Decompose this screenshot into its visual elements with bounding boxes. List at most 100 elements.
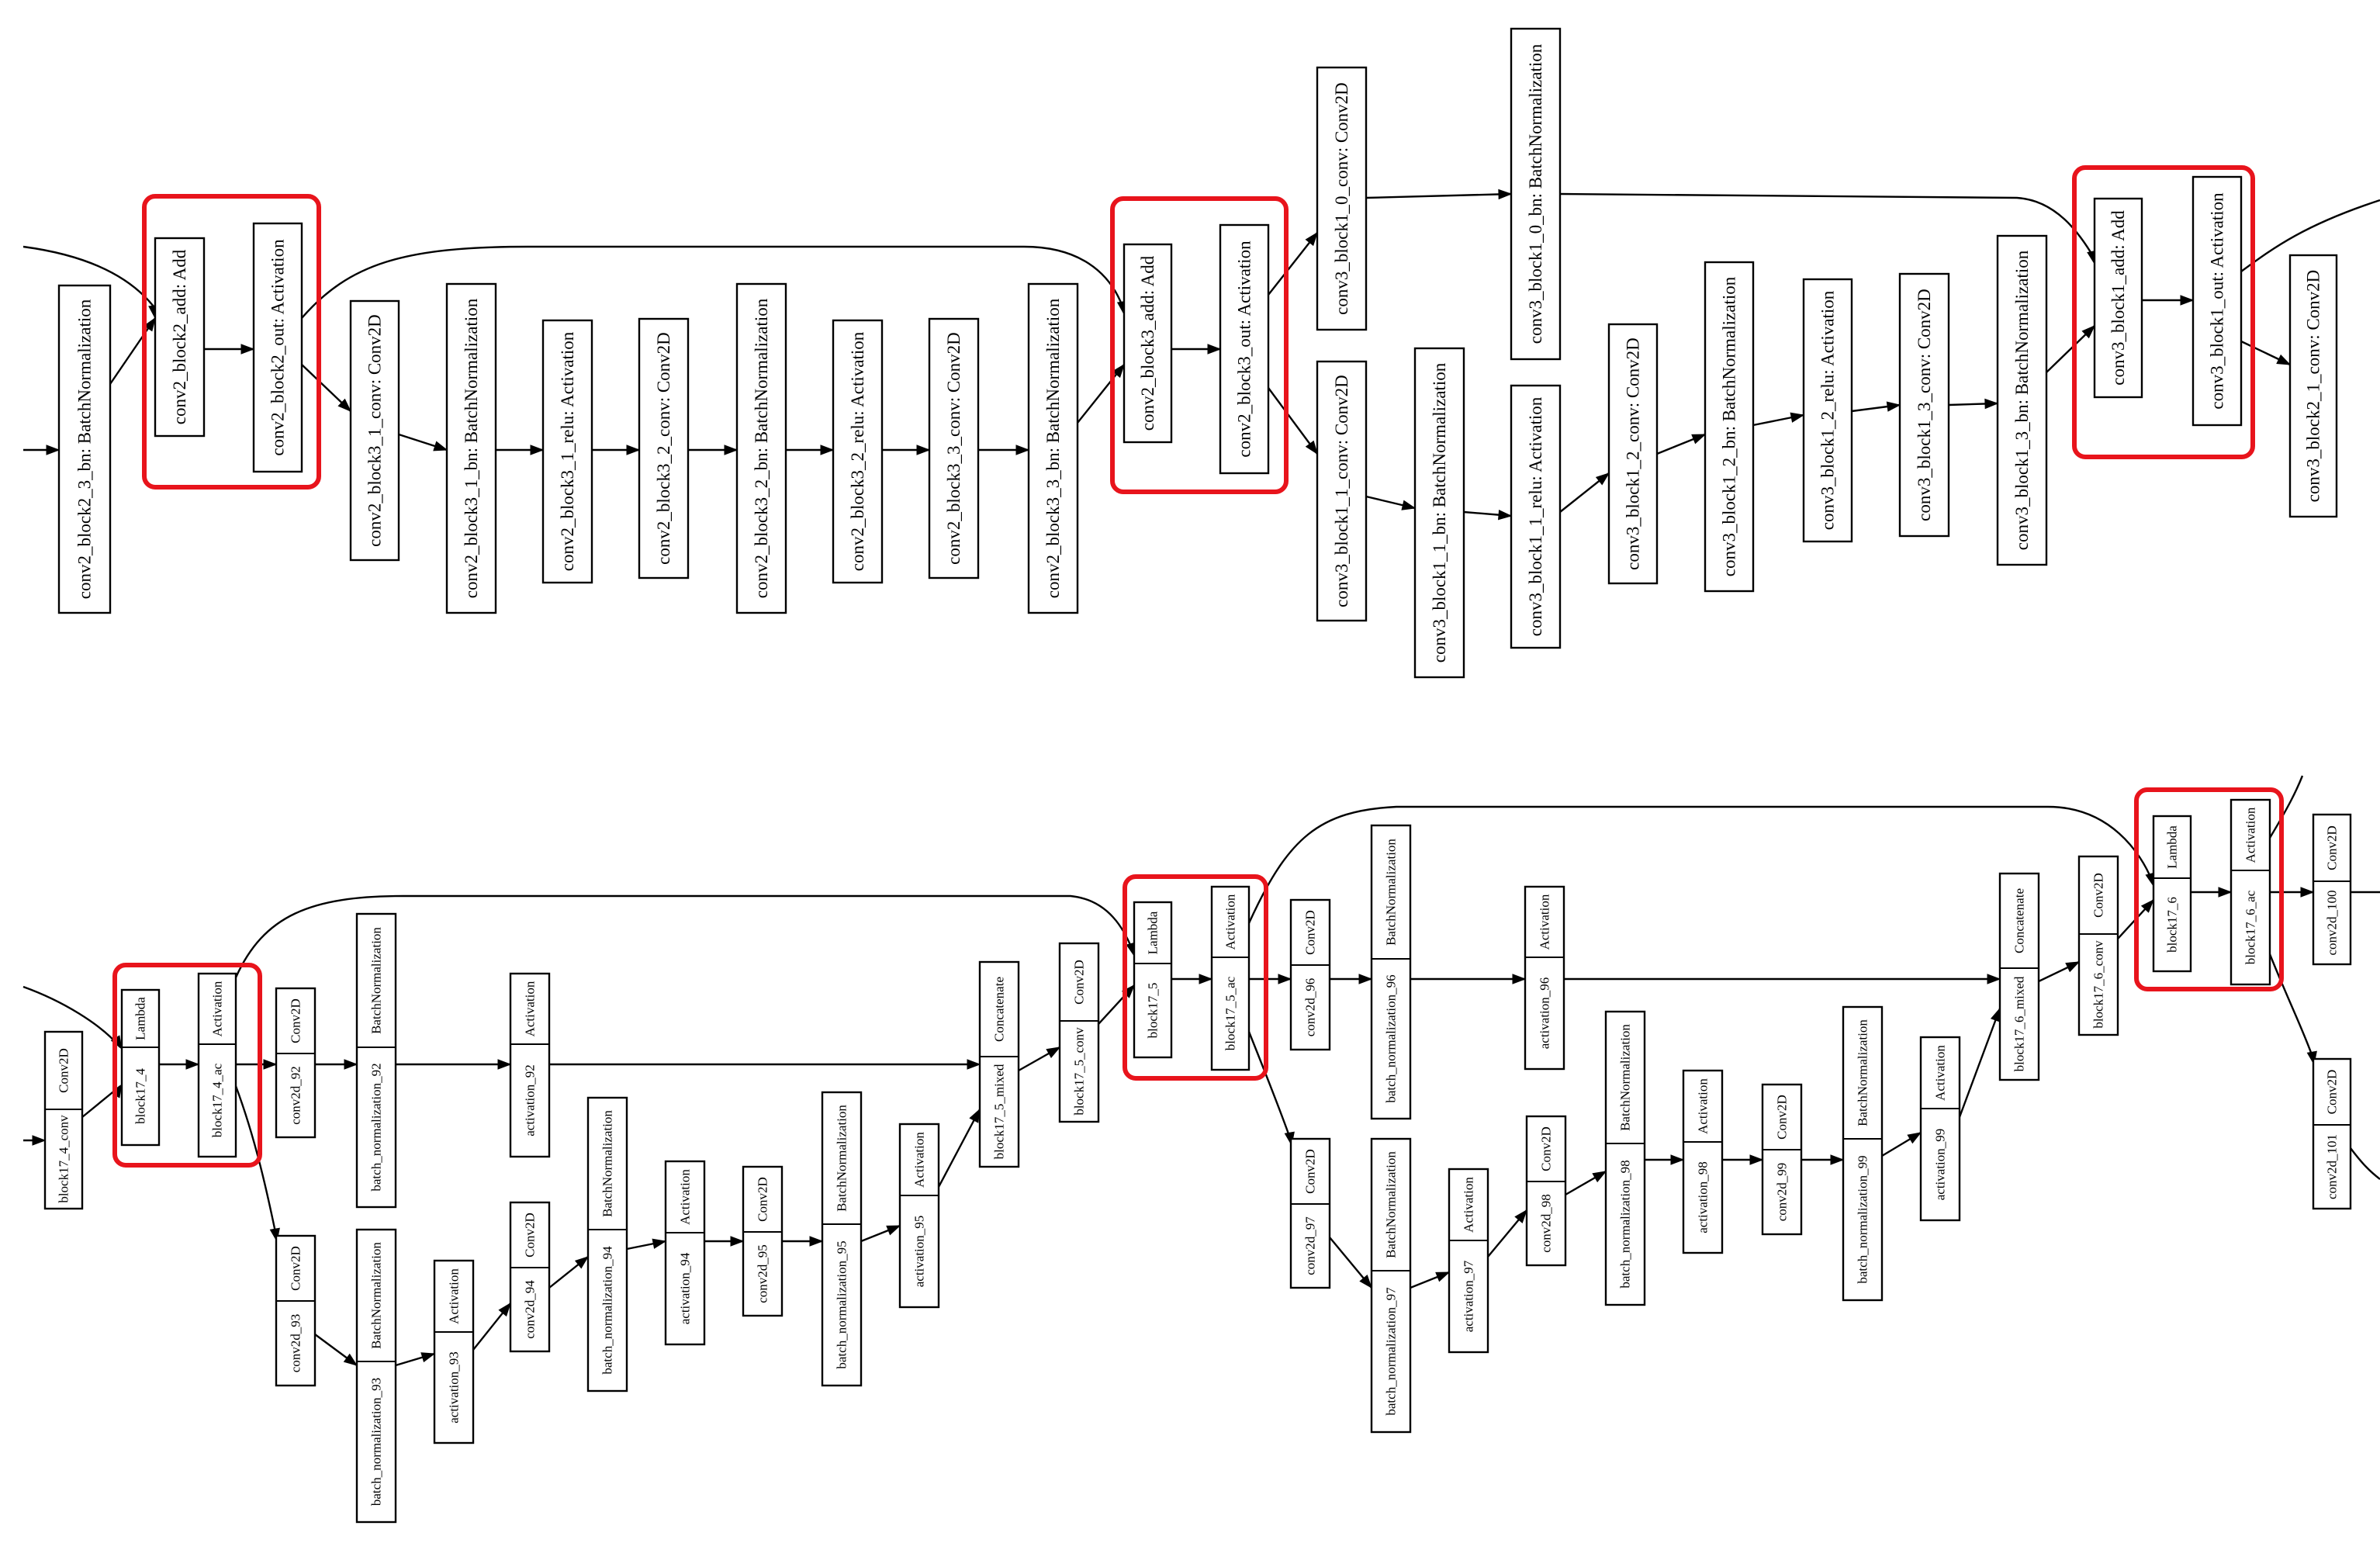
node-box: [1802, 278, 1853, 543]
node-type-label: Activation: [210, 981, 225, 1036]
node-name-label: conv2d_101: [2325, 1134, 2340, 1199]
node-box: [1842, 1005, 1884, 1302]
node-type-label: Conv2D: [289, 998, 303, 1043]
node-box: [252, 222, 303, 473]
node-name-label: block17_5: [1146, 983, 1161, 1039]
node-conv2-block3-3-conv: conv2_block3_3_conv: Conv2D: [928, 317, 980, 579]
node-name-label: conv2d_97: [1303, 1216, 1318, 1275]
highlight-block17-6: [2134, 787, 2284, 991]
edge-c10-bn10: [1365, 192, 1512, 199]
node-box: [1289, 1137, 1331, 1289]
node-name-label: activation_95: [912, 1216, 927, 1288]
node-name-label: batch_normalization_94: [600, 1246, 615, 1375]
nodes-layer: conv2_block2_3_bn: BatchNormalization con…: [43, 27, 2352, 1524]
node-box: [355, 912, 397, 1209]
node-box: [1510, 384, 1562, 649]
node-conv2-block2-3-bn: conv2_block2_3_bn: BatchNormalization: [57, 284, 112, 614]
node-label: conv3_block1_0_conv: Conv2D: [1332, 82, 1351, 315]
node-type-label: Activation: [1696, 1078, 1711, 1134]
node-name-label: block17_6_ac: [2243, 890, 2258, 964]
edge-r31-c32-arrowhead: [626, 445, 641, 455]
node-conv2-block3-2-conv: conv2_block3_2_conv: Conv2D: [638, 317, 690, 579]
node-conv3-block1-1-bn: conv3_block1_1_bn: BatchNormalization: [1413, 347, 1465, 679]
edge-bn98-a98-arrowhead: [1670, 1154, 1685, 1165]
node-label: conv2_block3_1_bn: BatchNormalization: [462, 298, 481, 598]
node-type-label: BatchNormalization: [369, 927, 384, 1034]
node-type-label: Conv2D: [2091, 873, 2106, 918]
node-box: [120, 988, 161, 1147]
node-label: conv3_block1_2_relu: Activation: [1818, 290, 1838, 530]
node-box: [1289, 898, 1331, 1051]
node-type-label: Conv2D: [523, 1213, 538, 1258]
edge-entry-top-arrowhead: [46, 445, 61, 455]
edge-c13-bn13-arrowhead: [1984, 398, 1999, 410]
node-name-label: batch_normalization_99: [1856, 1155, 1870, 1283]
node-name-label: block17_5_ac: [1223, 976, 1238, 1050]
node-conv3-block1-0-conv: conv3_block1_0_conv: Conv2D: [1316, 66, 1368, 331]
node-label: conv2_block3_2_conv: Conv2D: [654, 332, 673, 565]
node-box: [928, 317, 980, 579]
node-box: [735, 282, 787, 614]
edge-c32-bn32-arrowhead: [724, 445, 739, 455]
edge-a95-5mix: [937, 1109, 981, 1188]
edge-99-bn99-arrowhead: [1830, 1154, 1845, 1165]
edge-6mix-6conv-arrowhead: [2065, 961, 2081, 973]
node-label: conv3_block1_0_bn: BatchNormalization: [1526, 43, 1545, 344]
node-box: [586, 1096, 628, 1393]
node-label: conv3_block1_1_bn: BatchNormalization: [1430, 362, 1449, 663]
node-box: [1704, 261, 1755, 593]
node-box: [2152, 815, 2192, 973]
node-box: [1316, 360, 1368, 622]
node-conv3-block1-3-bn: conv3_block1_3_bn: BatchNormalization: [1996, 234, 2048, 566]
edge-bn99-a99-arrowhead: [1907, 1132, 1922, 1144]
node-box: [1996, 234, 2048, 566]
node-conv3-block1-2-relu: conv3_block1_2_relu: Activation: [1802, 278, 1853, 543]
node-box: [742, 1165, 784, 1317]
edge-add3-out3-arrowhead: [1207, 344, 1222, 355]
node-box: [509, 1201, 551, 1353]
node-conv2d-92: Conv2D conv2d_92: [275, 987, 317, 1139]
edge-c33-bn33-arrowhead: [1015, 445, 1030, 455]
node-type-label: Concatenate: [2012, 888, 2027, 953]
node-type-label: Activation: [523, 981, 538, 1036]
node-name-label: batch_normalization_92: [369, 1063, 384, 1191]
edge-c10-bn10-arrowhead: [1498, 189, 1513, 200]
node-conv3-block2-1-conv: conv3_block2_1_conv: Conv2D: [2288, 254, 2338, 518]
node-type-label: Lambda: [2165, 825, 2180, 869]
edge-bn32-r32-arrowhead: [820, 445, 835, 455]
node-box: [664, 1160, 706, 1346]
node-name-label: activation_97: [1462, 1260, 1476, 1332]
node-box: [433, 1259, 475, 1444]
node-label: conv2_block3_add: Add: [1138, 255, 1157, 431]
edge-a98-99-arrowhead: [1749, 1154, 1764, 1165]
edge-skip-5: [234, 894, 1134, 978]
node-label: conv2_block3_1_conv: Conv2D: [365, 314, 385, 547]
edge-entry-bottom-arrowhead: [32, 1135, 47, 1146]
edge-skip-add3: [301, 245, 1124, 319]
node-box: [1448, 1168, 1489, 1354]
node-box: [43, 1030, 84, 1210]
node-name-label: conv2d_92: [289, 1066, 303, 1125]
highlight-layer: [112, 165, 2284, 1168]
edge-skip-add31: [1559, 192, 2095, 257]
edge-95-bn95-arrowhead: [809, 1236, 824, 1247]
node-box: [1133, 901, 1173, 1059]
node-conv3-block1-1-relu: conv3_block1_1_relu: Activation: [1510, 384, 1562, 649]
node-conv3-block1-add: conv3_block1_add: Add: [2093, 197, 2143, 399]
node-box: [1413, 347, 1465, 679]
node-box: [832, 319, 884, 584]
edge-add2-out2-arrowhead: [240, 344, 255, 355]
edge-c12-bn12-arrowhead: [1691, 434, 1707, 445]
